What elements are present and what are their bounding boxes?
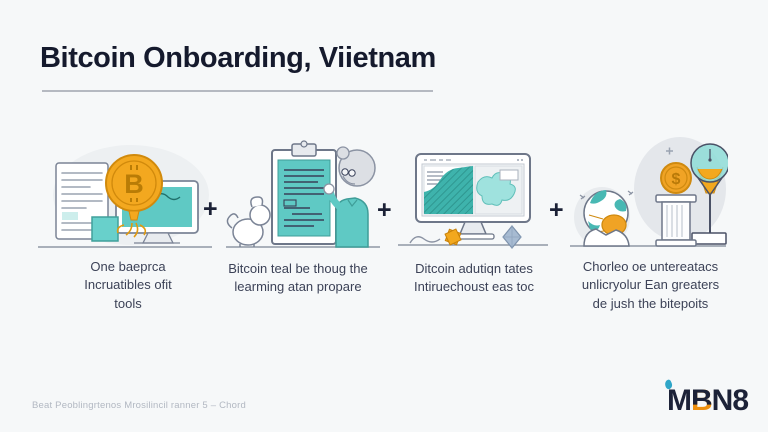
bitcoin-document-monitor-illustration: B [36,143,214,251]
plus-separator-icon: + [203,195,218,223]
caption-line: unlicryolur Ean greaters [581,277,720,293]
person-column-lightbulb-icon: $ [570,137,728,247]
footer-credit: Beat Peoblingrtenos Mrosilincil ranner 5… [32,400,246,411]
panel-caption: One baeprca Incruatibles ofit tools [43,258,213,313]
clipboard-dog-teacher-icon [226,140,380,248]
svg-text:B: B [124,169,144,199]
clipboard-dog-teacher-illustration [222,136,384,252]
panel-caption: Bitcoin teal be thoug the learming atan … [208,260,388,297]
caption-line: Chorleo oe untereatacs [582,259,719,274]
logo-letter-8: 8 [732,384,749,417]
caption-line: Ditcoin adutiqn tates [415,261,533,276]
page-title: Bitcoin Onboarding, Viietnam [40,42,436,74]
caption-line: One baeprca [90,259,166,274]
caption-line: Intiruechoust eas toc [414,279,534,295]
panel-caption: Chorleo oe untereatacs unlicryolur Ean g… [558,258,743,313]
panel-caption: Ditcoin adutiqn tates Intiruechoust eas … [389,260,559,297]
dashboard-monitor-icon [398,153,548,249]
caption-line: Bitcoin teal be thoug the [228,261,368,276]
caption-line: tools [114,295,142,311]
title-underline [42,90,433,92]
person-column-lightbulb-illustration: $ [568,133,728,251]
logo-letter-m: M [666,384,692,417]
plus-separator-icon: + [377,196,392,224]
caption-line: learming atan propare [234,279,362,295]
logo-letter-n: N [711,384,734,417]
caption-line: Incruatibles ofit [84,277,172,293]
svg-text:$: $ [672,171,681,188]
caption-line: de jush the bitepoits [592,295,709,311]
bitcoin-document-monitor-icon: B [38,145,212,248]
dashboard-monitor-illustration [396,148,550,250]
plus-separator-icon: + [549,196,564,224]
